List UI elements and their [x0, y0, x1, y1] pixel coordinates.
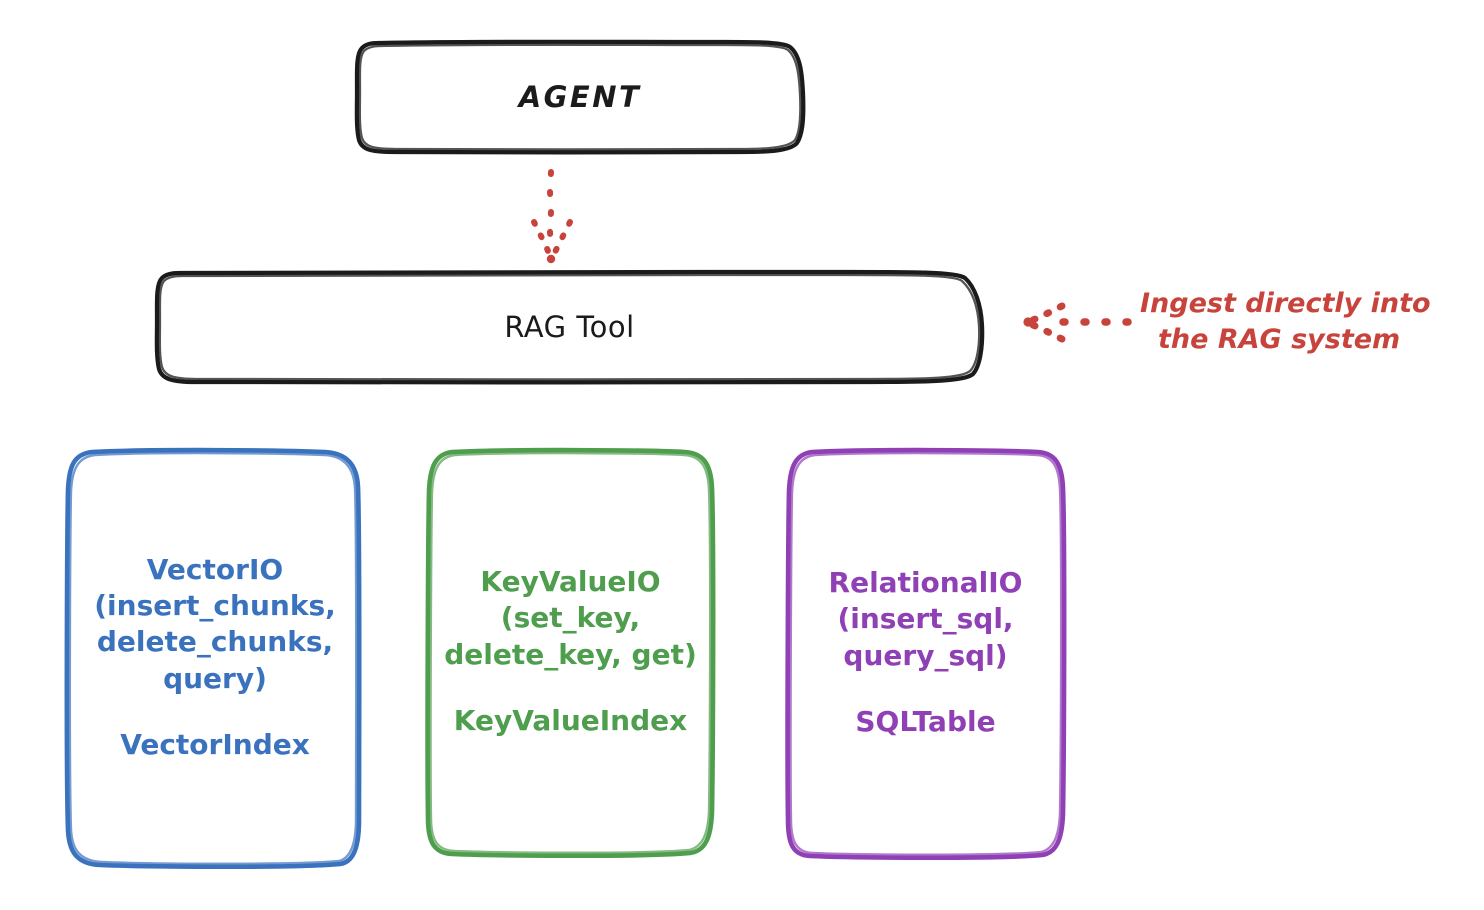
rag-tool-node-shape[interactable]: [154, 269, 985, 385]
agent-to-rag-connector: [531, 169, 573, 264]
key-value-io-node-shape[interactable]: [425, 447, 716, 859]
ingest-to-rag-connector: [1023, 302, 1132, 343]
agent-node-shape[interactable]: [354, 39, 806, 155]
vector-io-node-shape[interactable]: [64, 447, 362, 870]
relational-io-node-shape[interactable]: [785, 447, 1067, 861]
